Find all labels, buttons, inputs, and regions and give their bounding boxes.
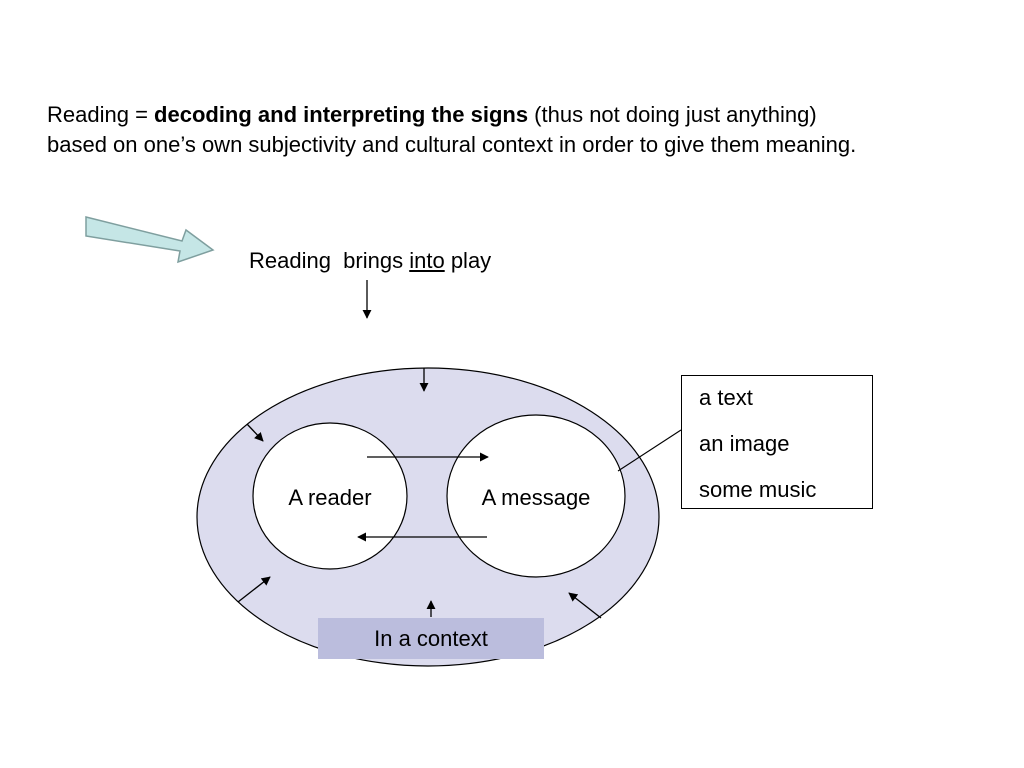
- context-label-box: In a context: [318, 618, 544, 659]
- definition-line-2: based on one’s own subjectivity and cult…: [47, 132, 857, 157]
- media-item-image: an image: [699, 431, 790, 456]
- context-arrow-lower-left: [237, 576, 271, 603]
- context-arrow-lower-right: [568, 592, 602, 619]
- context-arrow-upper-left: [246, 423, 264, 442]
- headline-underlined: into: [409, 248, 445, 273]
- definition-suffix: (thus not doing just anything): [528, 102, 817, 127]
- message-callout-line: [617, 429, 682, 472]
- definition-line-1: Reading = decoding and interpreting the …: [47, 100, 1007, 130]
- reading-definition: Reading = decoding and interpreting the …: [47, 100, 1007, 160]
- reader-label: A reader: [288, 485, 372, 510]
- definition-bold-term: decoding and interpreting the signs: [154, 102, 529, 127]
- headline-before: Reading brings: [249, 248, 410, 273]
- media-item-music: some music: [699, 477, 817, 502]
- media-examples-box: a text an image some music: [681, 375, 873, 509]
- message-label: A message: [481, 485, 591, 510]
- headline-after: play: [444, 248, 492, 273]
- definition-prefix: Reading =: [47, 102, 155, 127]
- pointer-block-arrow: [85, 216, 215, 264]
- reader-circle: [252, 422, 408, 570]
- media-item-text: a text: [699, 385, 753, 410]
- message-circle: [446, 414, 626, 578]
- reading-brings-into-play: Reading brings into play: [249, 246, 491, 276]
